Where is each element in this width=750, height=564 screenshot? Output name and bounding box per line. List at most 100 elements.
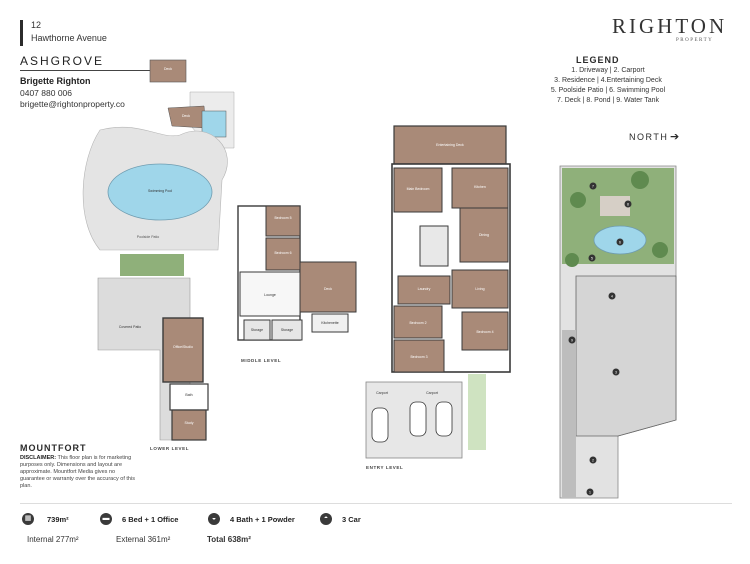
site-marker: [608, 292, 616, 300]
office-studio-room: [162, 317, 204, 383]
room-label: Kitchenette: [321, 321, 339, 325]
room-label: Covered Patio: [119, 325, 141, 329]
bedroom3-room: [393, 339, 445, 373]
site-number: 7: [592, 185, 594, 189]
dining-room: [459, 207, 509, 263]
site-marker: [589, 456, 597, 464]
room-label: Lounge: [264, 293, 276, 297]
study-room: [171, 409, 207, 441]
land-size-icon: ▦: [22, 513, 34, 525]
room-label: Main Bedroom: [407, 187, 430, 191]
bedroom5-room: [265, 205, 301, 237]
site-driveway: [562, 330, 576, 498]
suburb-title: ASHGROVE: [20, 54, 105, 68]
room-label: Deck: [164, 67, 172, 71]
header-divider: [20, 70, 170, 71]
legend-line: 3. Residence | 4.Entertaining Deck: [554, 77, 662, 84]
room-label: Office/Studio: [173, 345, 193, 349]
bed-icon: ▬: [100, 513, 112, 525]
tree-shape: [652, 242, 668, 258]
car-icon: [409, 401, 427, 437]
living-room: [451, 269, 509, 309]
storage-room-2: [271, 319, 303, 341]
site-marker: [624, 200, 632, 208]
room-label: Bedroom 3: [410, 355, 427, 359]
site-number: 2: [592, 459, 594, 463]
tree-shape: [631, 171, 649, 189]
room-label: Deck: [324, 287, 332, 291]
deck-mid-room: [299, 261, 357, 313]
swimming-pool-shape: [107, 163, 213, 221]
north-arrow-icon: ➔: [670, 131, 680, 143]
bedroom4-room: [461, 311, 509, 351]
main-bedroom-room: [393, 167, 443, 213]
room-label: Carport: [376, 391, 388, 395]
north-label: NORTH: [629, 132, 669, 142]
car-count: 3 Car: [342, 515, 361, 524]
site-marker: [612, 368, 620, 376]
site-number: 5: [591, 257, 593, 261]
middle-level-plan: Bedroom 5 Bedroom 6 Lounge Deck Storage …: [237, 205, 357, 341]
site-marker: [586, 488, 594, 496]
room-label: Swimming Pool: [148, 189, 172, 193]
room-label: Poolside Patio: [137, 235, 159, 239]
room-label: Carport: [426, 391, 438, 395]
room-label: Dining: [479, 233, 489, 237]
room-label: Bath: [185, 393, 192, 397]
lounge-room: [239, 271, 301, 317]
tree-shape: [565, 253, 579, 267]
car-icon: [435, 401, 453, 437]
room-label: Deck: [182, 114, 190, 118]
disclaimer-title: DISCLAIMER:: [20, 455, 57, 461]
bath-count: 4 Bath + 1 Powder: [230, 515, 295, 524]
disclaimer: DISCLAIMER: This floor plan is for marke…: [20, 455, 140, 490]
site-number: 3: [615, 371, 617, 375]
bedroom2-room: [393, 305, 443, 339]
header-accent-bar: [20, 20, 23, 46]
site-patio: [600, 196, 630, 216]
car-icon: ◓: [320, 513, 332, 525]
car-icon: [371, 407, 389, 443]
room-label: Bedroom 5: [274, 216, 291, 220]
site-residence: [575, 275, 677, 437]
room-label: Bedroom 4: [476, 330, 493, 334]
legend-line: 7. Deck | 8. Pond | 9. Water Tank: [556, 97, 660, 104]
kitchen-room: [451, 167, 509, 209]
lower-level-plan: Deck Deck Swimming Pool Poolside Patio C…: [82, 59, 235, 441]
level-label-lower: LOWER LEVEL: [150, 446, 190, 451]
site-number: 6: [619, 241, 621, 245]
room-label: Storage: [251, 328, 263, 332]
room-label: Storage: [281, 328, 293, 332]
external-label: External: [116, 535, 146, 544]
site-marker: [589, 182, 597, 190]
site-number: 9: [571, 339, 573, 343]
laundry-room: [397, 275, 451, 305]
land-size: 739m²: [47, 515, 69, 524]
bedroom6-room: [265, 237, 301, 271]
lawn-strip: [120, 254, 184, 276]
external-value: 361m²: [147, 535, 171, 544]
storage-room: [243, 319, 271, 341]
deck-small: [149, 59, 187, 83]
level-label-entry: ENTRY LEVEL: [366, 465, 404, 470]
site-number: 1: [589, 491, 591, 495]
garden-strip: [468, 374, 486, 450]
kitchenette-room: [311, 313, 349, 333]
internal-label: Internal: [27, 535, 54, 544]
street-number: 12: [31, 20, 42, 30]
stair-void: [419, 225, 449, 267]
room-label: Study: [185, 421, 194, 425]
legend-title: LEGEND: [576, 55, 620, 65]
brand-logo: RIGHTON: [612, 14, 728, 38]
site-marker: [568, 336, 576, 344]
agent-email[interactable]: brigette@rightonproperty.co: [20, 99, 125, 109]
bed-count: 6 Bed + 1 Office: [122, 515, 179, 524]
bath-room: [169, 383, 209, 411]
brand-sub: PROPERTY: [676, 38, 714, 43]
site-plan: 1 2 3 4 5 6 7 8 9: [559, 165, 677, 499]
bath-icon: ◒: [208, 513, 220, 525]
site-marker: [588, 254, 596, 262]
room-label: Entertaining Deck: [436, 143, 464, 147]
agent-phone[interactable]: 0407 880 006: [20, 88, 72, 98]
